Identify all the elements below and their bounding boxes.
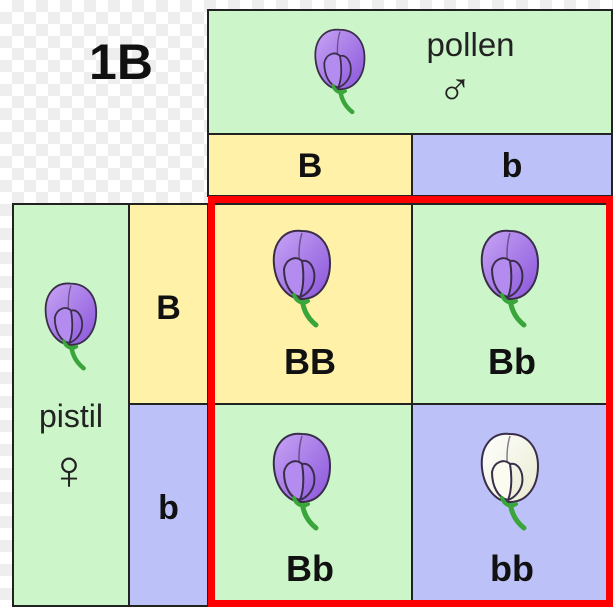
diagram-title: 1B [80,34,162,90]
pistil-flower-icon [35,275,107,375]
male-symbol: ♂ [425,64,485,114]
offspring-highlight-outline [208,196,613,607]
female-symbol: ♀ [34,438,104,502]
pollen-allele-2: b [411,146,613,186]
pollen-flower-icon [305,20,375,120]
pollen-label: pollen [408,26,533,64]
pistil-label: pistil [14,398,128,434]
pistil-allele-1: B [128,288,209,328]
pistil-allele-2: b [128,488,209,528]
pollen-allele-1: B [207,146,413,186]
